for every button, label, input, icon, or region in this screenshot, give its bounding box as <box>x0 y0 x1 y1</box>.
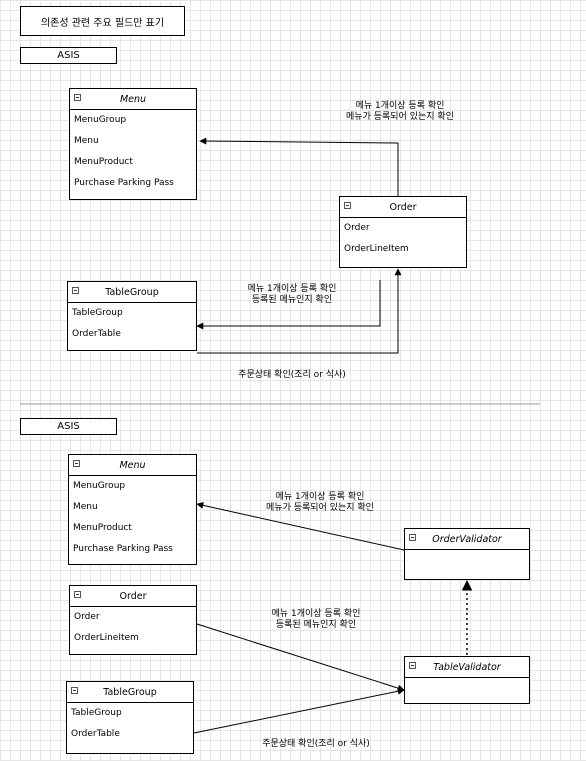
order-class-box[interactable]: Order Order OrderLineItem <box>69 585 197 655</box>
note-table-check: 메뉴 1개이상 등록 확인 등록된 메뉴인지 확인 <box>222 284 362 306</box>
note-line: 등록된 메뉴인지 확인 <box>275 620 357 630</box>
collapse-icon[interactable] <box>409 534 416 541</box>
title-box: 의존성 관련 주요 필드만 표기 <box>20 6 185 36</box>
note-status-check: 주문상태 확인(조리 or 식사) <box>246 739 386 750</box>
menu-class-header: Menu <box>70 89 196 110</box>
tablegroup-to-tablevalidator-arrow <box>193 687 405 734</box>
collapse-icon[interactable] <box>74 591 81 598</box>
menu-class-title: Menu <box>119 459 146 471</box>
menu-class-title: Menu <box>119 93 147 105</box>
menu-field: MenuGroup <box>74 115 127 125</box>
section1-label: ASIS <box>20 47 117 64</box>
menu-class-header: Menu <box>69 455 196 476</box>
tablegroup-class-title: TableGroup <box>103 686 157 698</box>
collapse-icon[interactable] <box>71 687 78 694</box>
tablegroup-field: OrderTable <box>72 329 121 339</box>
note-line: 주문상태 확인(조리 or 식사) <box>262 739 370 749</box>
tablegroup-field: TableGroup <box>72 308 123 318</box>
note-menu-check: 메뉴 1개이상 등록 확인 메뉴가 등록되어 있는지 확인 <box>330 101 470 123</box>
order-to-tablegroup-arrow <box>196 280 381 330</box>
menu-field: Purchase Parking Pass <box>73 544 173 554</box>
tablegroup-to-order-arrow <box>197 268 402 354</box>
collapse-icon[interactable] <box>409 662 416 669</box>
note-line: 등록된 메뉴인지 확인 <box>251 295 333 305</box>
tablevalidator-class-header: TableValidator <box>405 657 529 678</box>
menu-field: MenuProduct <box>73 523 132 533</box>
tablegroup-class-box[interactable]: TableGroup TableGroup OrderTable <box>67 281 197 351</box>
section1-label-text: ASIS <box>57 50 80 61</box>
tablegroup-field: TableGroup <box>71 708 122 718</box>
collapse-icon[interactable] <box>344 202 351 209</box>
note-status-check: 주문상태 확인(조리 or 식사) <box>222 370 362 381</box>
order-class-title: Order <box>389 201 417 213</box>
note-order-check: 메뉴 1개이상 등록 확인 등록된 메뉴인지 확인 <box>246 609 386 631</box>
title-text: 의존성 관련 주요 필드만 표기 <box>40 17 165 29</box>
section2-label-text: ASIS <box>57 421 80 432</box>
order-class-header: Order <box>340 197 466 218</box>
section2-label: ASIS <box>20 418 117 435</box>
ordervalidator-class-box[interactable]: OrderValidator <box>404 528 530 580</box>
order-field: OrderLineItem <box>344 244 409 254</box>
collapse-icon[interactable] <box>73 460 80 467</box>
tablevalidator-class-title: TableValidator <box>433 661 501 673</box>
collapse-icon[interactable] <box>72 287 79 294</box>
note-line: 메뉴 1개이상 등록 확인 <box>275 492 365 502</box>
tablegroup-class-box[interactable]: TableGroup TableGroup OrderTable <box>66 681 194 754</box>
tablevalidator-class-box[interactable]: TableValidator <box>404 656 530 704</box>
note-line: 메뉴가 등록되어 있는지 확인 <box>266 503 374 513</box>
order-field: Order <box>74 612 100 622</box>
ordervalidator-class-title: OrderValidator <box>432 533 502 545</box>
menu-field: Menu <box>74 136 99 146</box>
order-to-menu-arrow <box>199 137 399 196</box>
menu-field: MenuProduct <box>74 157 133 167</box>
note-line: 메뉴 1개이상 등록 확인 <box>247 284 337 294</box>
tablegroup-class-title: TableGroup <box>105 286 159 298</box>
menu-field: MenuGroup <box>73 481 126 491</box>
order-field: Order <box>344 223 370 233</box>
ordervalidator-class-header: OrderValidator <box>405 529 529 550</box>
order-field: OrderLineItem <box>74 633 139 643</box>
order-class-header: Order <box>70 586 196 607</box>
note-menu-check: 메뉴 1개이상 등록 확인 메뉴가 등록되어 있는지 확인 <box>250 492 390 514</box>
tablegroup-class-header: TableGroup <box>68 282 196 303</box>
order-class-title: Order <box>119 590 147 602</box>
note-line: 주문상태 확인(조리 or 식사) <box>238 370 346 380</box>
menu-field: Purchase Parking Pass <box>74 178 174 188</box>
tablegroup-class-header: TableGroup <box>67 682 193 703</box>
ordervalidator-to-menu-arrow <box>196 501 405 551</box>
order-to-tablevalidator-arrow <box>196 623 405 692</box>
order-class-box[interactable]: Order Order OrderLineItem <box>339 196 467 268</box>
menu-class-box[interactable]: Menu MenuGroup Menu MenuProduct Purchase… <box>69 88 197 200</box>
collapse-icon[interactable] <box>74 94 81 101</box>
menu-field: Menu <box>73 502 98 512</box>
note-line: 메뉴 1개이상 등록 확인 <box>271 609 361 619</box>
menu-class-box[interactable]: Menu MenuGroup Menu MenuProduct Purchase… <box>68 454 197 565</box>
note-line: 메뉴 1개이상 등록 확인 <box>355 101 445 111</box>
tablegroup-field: OrderTable <box>71 729 120 739</box>
note-line: 메뉴가 등록되어 있는지 확인 <box>346 112 454 122</box>
